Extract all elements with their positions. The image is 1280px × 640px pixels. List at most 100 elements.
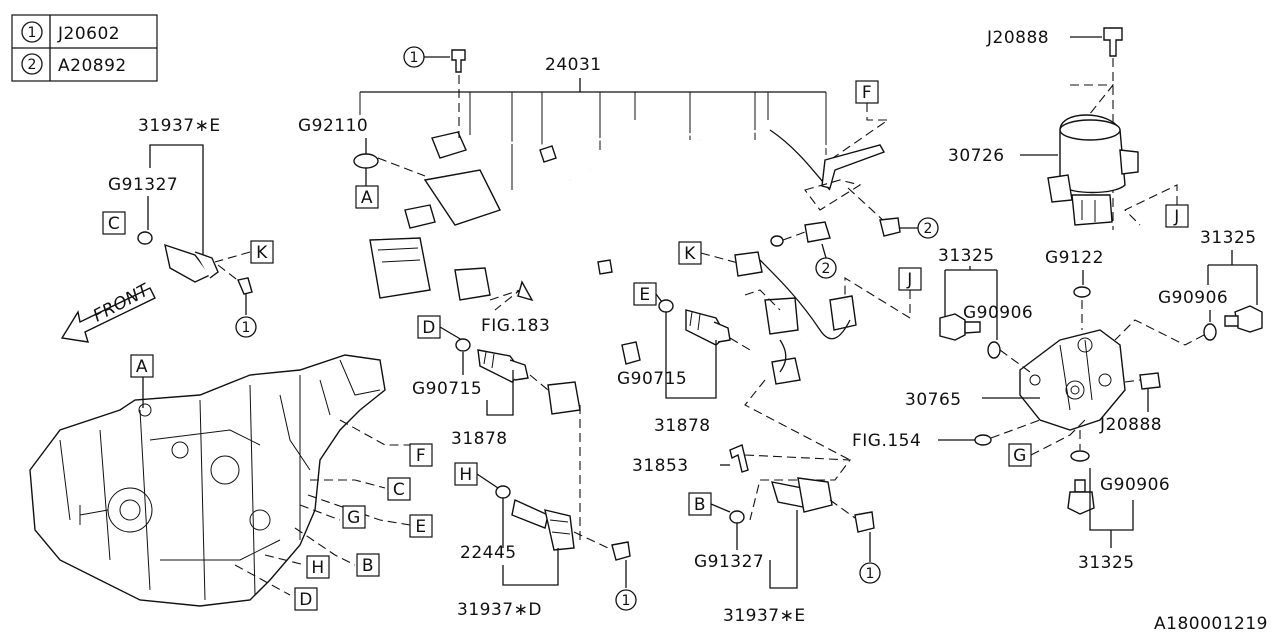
svg-text:1: 1 bbox=[242, 320, 251, 336]
gasket-g92110: G92110 A bbox=[298, 116, 426, 209]
svg-text:K: K bbox=[256, 243, 268, 263]
label-31937d: 31937∗D bbox=[457, 600, 542, 620]
svg-text:G: G bbox=[347, 508, 361, 528]
svg-text:E: E bbox=[639, 285, 650, 305]
svg-text:2: 2 bbox=[924, 221, 933, 237]
legend-code-1: J20602 bbox=[57, 24, 120, 44]
legend-row-2: 2 A20892 bbox=[21, 53, 127, 76]
label-g90906-right: G90906 bbox=[1158, 288, 1228, 308]
label-30726: 30726 bbox=[948, 146, 1005, 166]
letter-B-sensor: B bbox=[688, 492, 712, 516]
legend-num-2: 2 bbox=[28, 57, 37, 73]
transmission-leaders bbox=[142, 375, 411, 596]
label-fig154: FIG.154 bbox=[852, 431, 921, 451]
letter-K-harness: K bbox=[678, 241, 702, 265]
label-g91327-b: G91327 bbox=[694, 552, 764, 572]
wiring-harness-24031: 24031 bbox=[359, 55, 857, 415]
label-31853: 31853 bbox=[632, 456, 689, 476]
label-g90715-e: G90715 bbox=[617, 369, 687, 389]
letter-A-gasket: A bbox=[355, 185, 379, 209]
svg-text:B: B bbox=[694, 495, 706, 515]
svg-text:J: J bbox=[1173, 207, 1180, 227]
label-31878-e: 31878 bbox=[654, 416, 711, 436]
svg-text:F: F bbox=[416, 446, 426, 466]
label-g91327-c: G91327 bbox=[108, 175, 178, 195]
plug-31325-left: 31325 G90906 bbox=[938, 246, 1033, 373]
legend-table: 1 J20602 2 A20892 bbox=[11, 14, 158, 82]
harness-to-valve-dash bbox=[744, 379, 851, 461]
letter-H-sensor: H bbox=[454, 462, 478, 486]
fig183-reference: FIG.183 bbox=[481, 280, 550, 336]
valve-body-30765: G9122 30765 J20888 FIG.154 G bbox=[852, 248, 1162, 467]
letter-H-trans: H bbox=[306, 555, 330, 579]
label-22445: 22445 bbox=[460, 543, 517, 563]
letter-B-trans: B bbox=[356, 553, 380, 577]
plug-31325-bottom: G90906 31325 bbox=[1067, 430, 1170, 573]
svg-text:A: A bbox=[361, 188, 373, 208]
svg-text:1: 1 bbox=[410, 50, 419, 66]
letter-J-harness: J bbox=[898, 267, 922, 291]
label-g9122: G9122 bbox=[1045, 248, 1104, 268]
sensor-31937e-right: 31853 B 1 G91327 31937∗E bbox=[632, 444, 881, 626]
plug-31325-right: 31325 G90906 bbox=[1114, 228, 1263, 346]
letter-G-trans: G bbox=[342, 505, 366, 529]
label-fig183: FIG.183 bbox=[481, 316, 550, 336]
letter-C-trans: C bbox=[387, 477, 411, 501]
transmission-assembly bbox=[29, 354, 386, 607]
svg-text:F: F bbox=[862, 83, 872, 103]
svg-text:G: G bbox=[1013, 446, 1027, 466]
letter-K-left: K bbox=[250, 240, 274, 264]
sensor-31937d: H 1 22445 31937∗D bbox=[454, 405, 637, 620]
sensor-31937e-left: 31937∗E G91327 C K 1 bbox=[102, 116, 274, 338]
bolt-top-harness: 1 bbox=[403, 46, 466, 138]
label-31325-left: 31325 bbox=[938, 246, 995, 266]
label-g90906-left: G90906 bbox=[963, 303, 1033, 323]
letter-E-switch: E bbox=[633, 282, 657, 306]
connector-k-harness: K 2 bbox=[678, 221, 837, 279]
label-30765: 30765 bbox=[905, 390, 962, 410]
letter-F-trans: F bbox=[409, 443, 433, 467]
label-31325-bottom: 31325 bbox=[1078, 553, 1135, 573]
letter-E-trans: E bbox=[409, 514, 433, 538]
front-direction-arrow: FRONT bbox=[60, 280, 156, 343]
svg-text:E: E bbox=[415, 517, 426, 537]
label-g90715-d: G90715 bbox=[412, 379, 482, 399]
svg-text:H: H bbox=[311, 558, 324, 578]
svg-text:C: C bbox=[393, 480, 405, 500]
bracket-f: F 2 bbox=[804, 80, 939, 239]
svg-text:2: 2 bbox=[822, 261, 831, 277]
label-31325-right: 31325 bbox=[1200, 228, 1257, 248]
letter-C-sensor: C bbox=[102, 211, 126, 235]
letter-J-solenoid: J bbox=[1165, 204, 1189, 228]
connector-j-harness: J bbox=[744, 267, 922, 319]
switch-31878-d: D G90715 31878 bbox=[412, 315, 549, 449]
svg-text:C: C bbox=[108, 214, 120, 234]
legend-code-2: A20892 bbox=[58, 56, 127, 76]
svg-text:K: K bbox=[684, 244, 696, 264]
label-24031: 24031 bbox=[545, 55, 602, 75]
diagram-id: A180001219 bbox=[1154, 614, 1268, 634]
label-j20888-top: J20888 bbox=[986, 28, 1049, 48]
svg-text:1: 1 bbox=[622, 593, 631, 609]
letter-D-trans: D bbox=[294, 587, 318, 611]
solenoid-30726: J20888 30726 J bbox=[948, 27, 1189, 230]
letter-A-trans: A bbox=[130, 354, 154, 378]
svg-text:H: H bbox=[459, 465, 472, 485]
label-j20888-right: J20888 bbox=[1099, 415, 1162, 435]
label-g90906-bottom: G90906 bbox=[1100, 475, 1170, 495]
svg-text:A: A bbox=[136, 357, 148, 377]
svg-text:1: 1 bbox=[866, 566, 875, 582]
label-31937e-right: 31937∗E bbox=[723, 606, 806, 626]
label-g92110: G92110 bbox=[298, 116, 368, 136]
letter-F-bracket: F bbox=[855, 80, 879, 104]
svg-text:B: B bbox=[362, 556, 374, 576]
svg-text:J: J bbox=[906, 270, 913, 290]
letter-D-switch: D bbox=[417, 315, 441, 339]
legend-row-1: 1 J20602 bbox=[21, 21, 120, 44]
label-31878-d: 31878 bbox=[451, 429, 508, 449]
label-31937e-left: 31937∗E bbox=[138, 116, 221, 136]
legend-num-1: 1 bbox=[28, 25, 37, 41]
switch-31878-e: E G90715 31878 bbox=[617, 282, 751, 436]
svg-text:D: D bbox=[422, 318, 436, 338]
